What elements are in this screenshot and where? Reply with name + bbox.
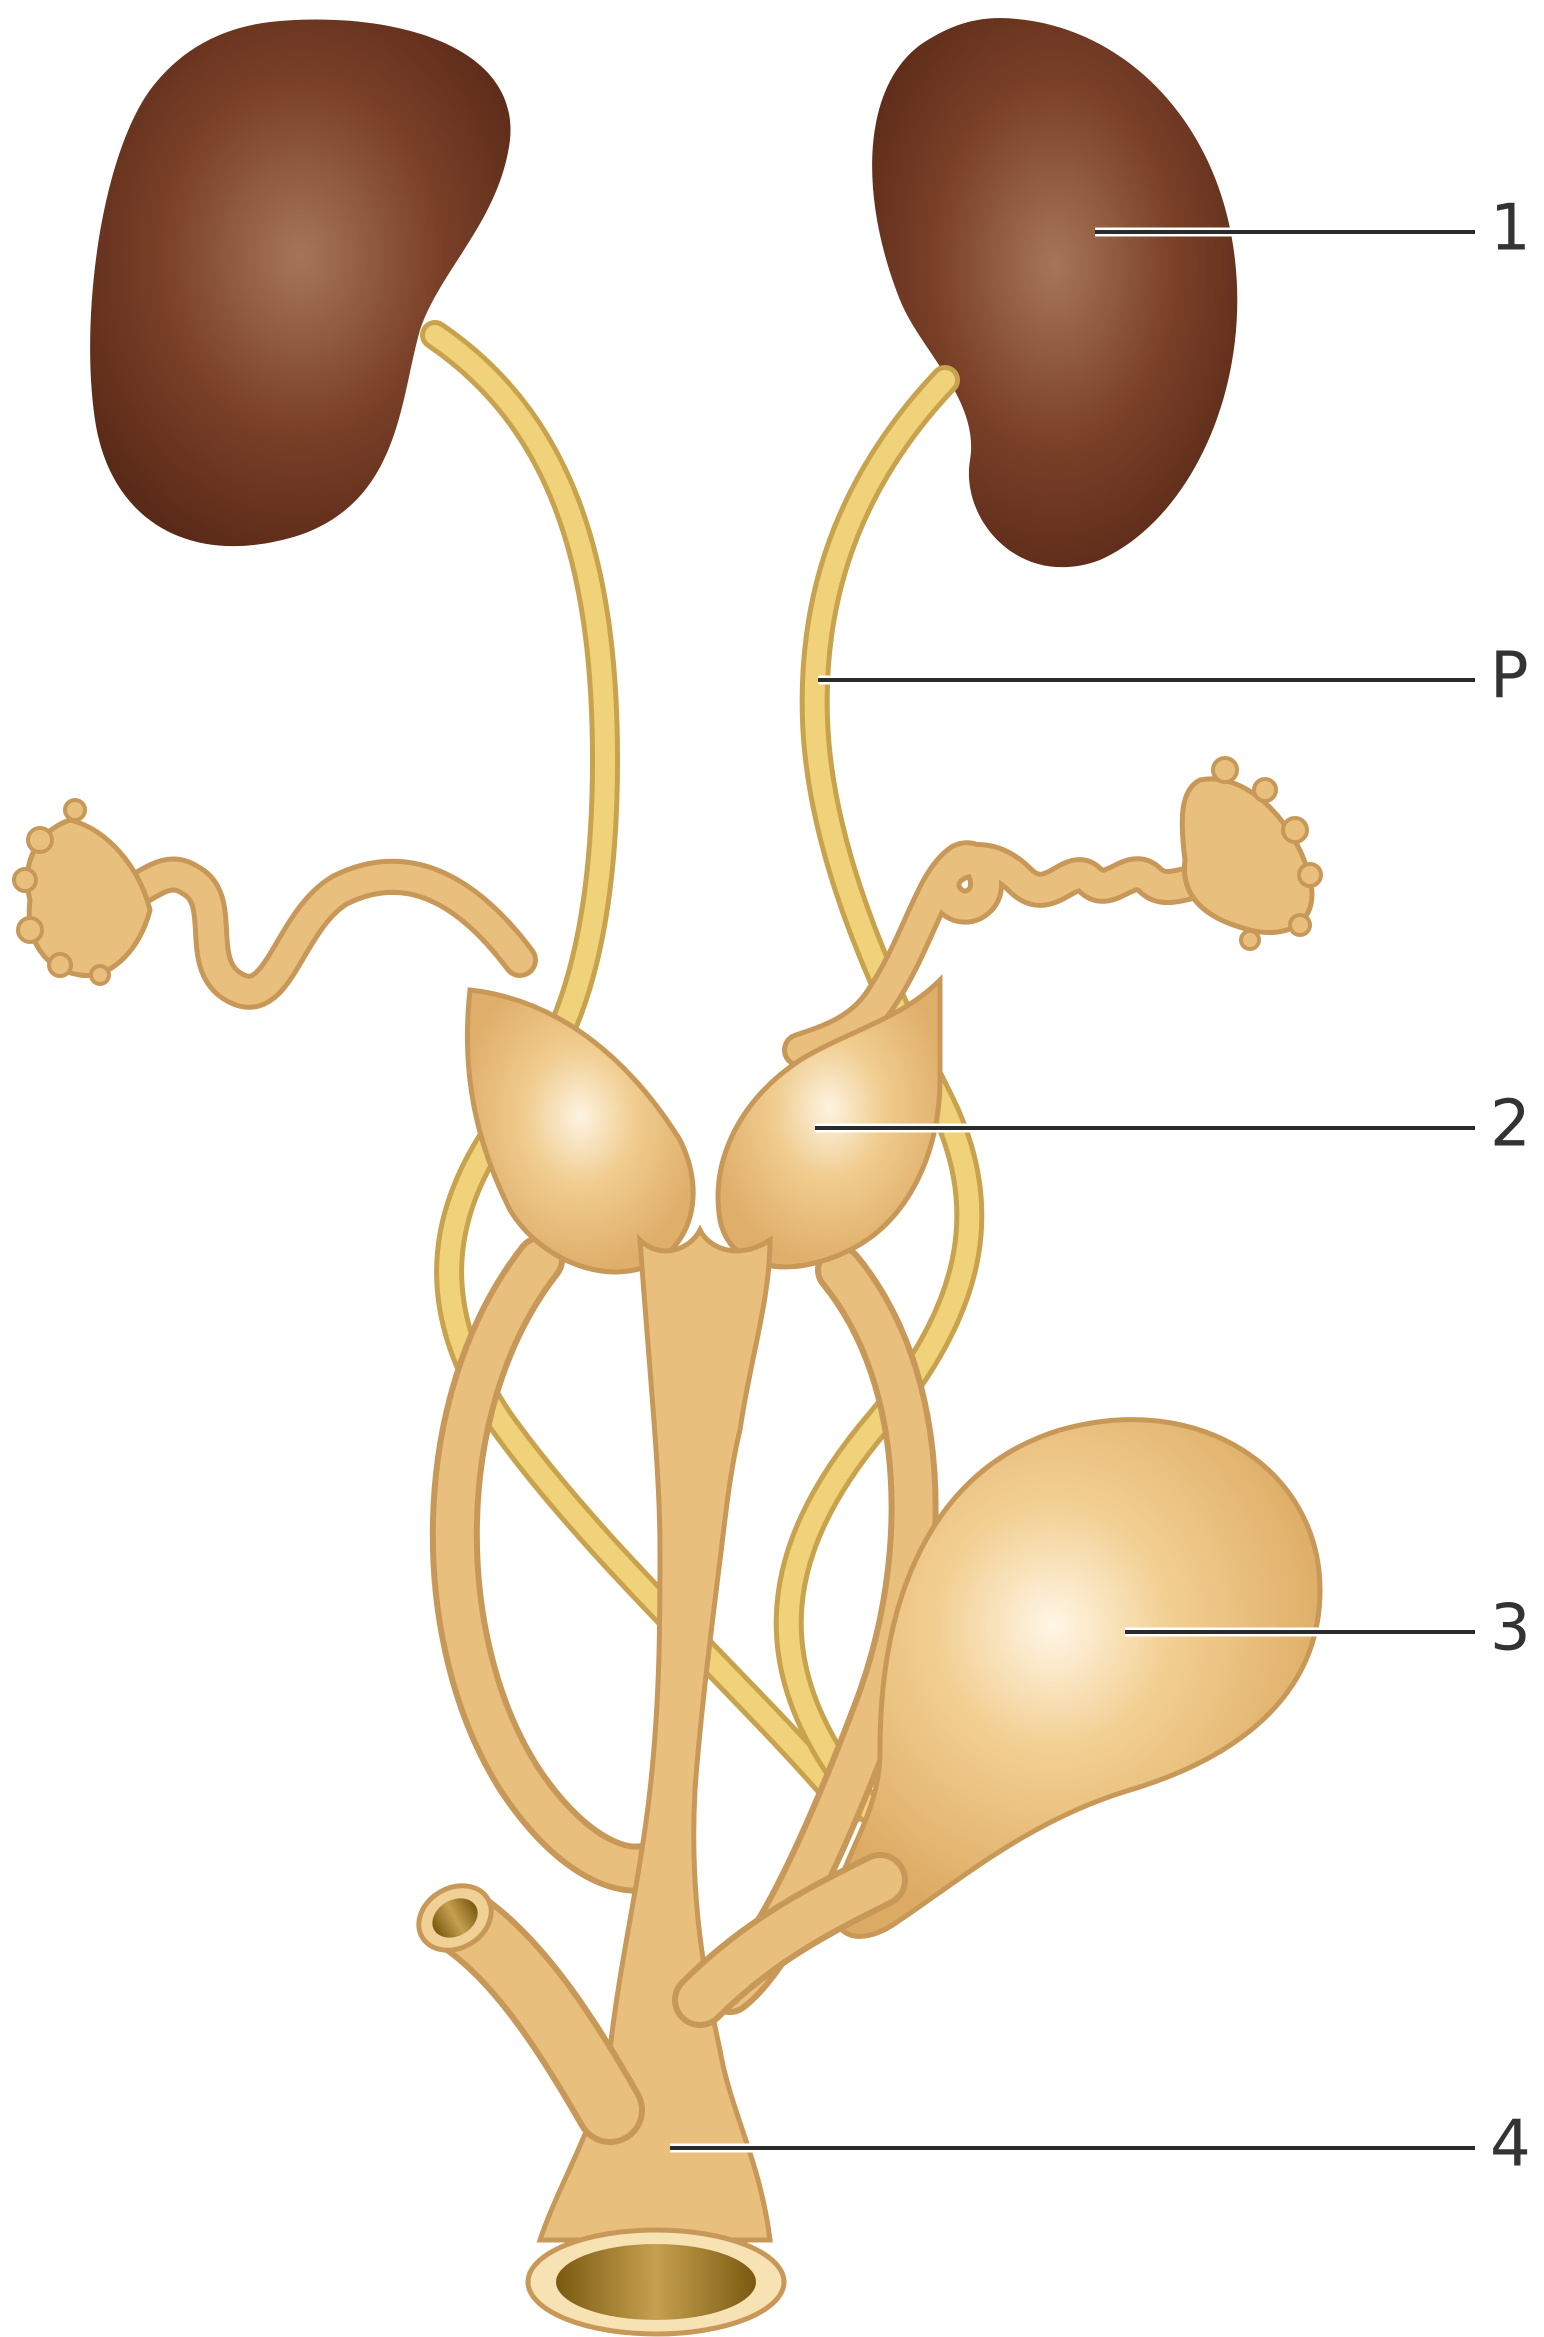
label-1: 1 (1490, 192, 1531, 266)
label-2: 2 (1490, 1088, 1531, 1162)
cloaca-lumen (556, 2244, 756, 2320)
left-oviduct (90, 874, 520, 991)
right-infundibulum (1182, 779, 1312, 933)
left-bulb (467, 990, 693, 1272)
branch-to-bladder (700, 1880, 880, 2000)
label-3: 3 (1490, 1592, 1531, 1666)
label-P: P (1490, 640, 1529, 714)
left-kidney (90, 20, 510, 547)
right-kidney (872, 18, 1237, 567)
label-4: 4 (1490, 2108, 1531, 2182)
side-tube (460, 1920, 610, 2110)
